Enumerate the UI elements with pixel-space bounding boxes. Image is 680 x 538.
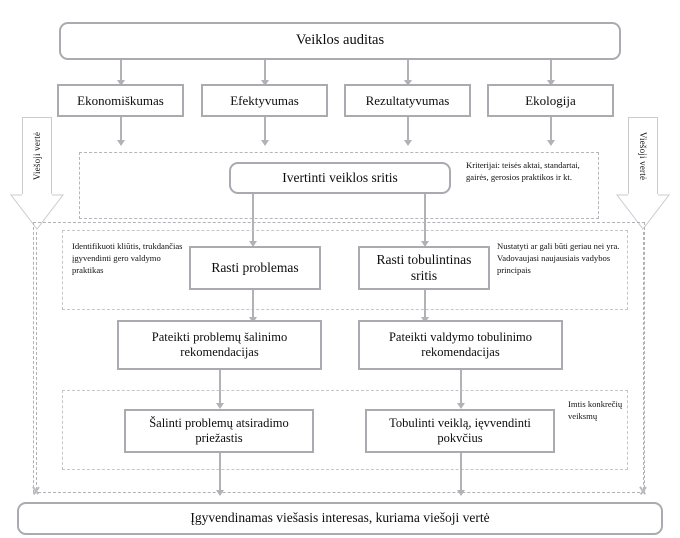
connector-salinti-to-outcome — [219, 453, 221, 491]
box-label: Pateikti problemų šalinimo rekomendacija… — [151, 329, 288, 359]
side-arrow-left-shaft — [22, 117, 52, 195]
connector-side-left-to-outcome — [36, 232, 38, 490]
connector-rekomendacijas-right-down — [460, 370, 462, 404]
box-label: Tobulinti veiklą, ięvvendinti pokvčius — [389, 415, 531, 445]
box-igyvendinamas-viesasis-interesas: Įgyvendinamas viešasis interesas, kuriam… — [17, 502, 663, 535]
box-label: Pateikti valdymo tobulinimo rekomendacij… — [388, 329, 533, 359]
arrowhead-outcome-right — [456, 490, 465, 496]
connector-tobulintinas-to-rekomendacijas — [424, 290, 426, 318]
box-label: Įgyvendinamas viešasis interesas, kuriam… — [190, 510, 490, 526]
side-arrow-left-head — [10, 194, 64, 230]
arrowhead-rezultatyvumas — [403, 80, 412, 86]
side-arrow-right-label: Viešoji vertė — [638, 131, 649, 181]
arrowhead-open-right — [638, 487, 648, 495]
box-rezultatyvumas: Rezultatyvumas — [344, 84, 471, 117]
side-arrow-right-label-wrap: Viešoji vertė — [628, 117, 658, 195]
box-pateikti-valdymo-tobulinimo-rekomendacijas: Pateikti valdymo tobulinimo rekomendacij… — [358, 320, 563, 370]
box-efektyvumas: Efektyvumas — [201, 84, 328, 117]
box-label: Rezultatyvumas — [365, 92, 450, 108]
box-veiklos-auditas: Veiklos auditas — [59, 22, 621, 60]
arrowhead-ekonomiskumas — [116, 80, 125, 86]
arrowhead-ekologija — [546, 80, 555, 86]
connector-title-to-ekologija — [550, 60, 552, 81]
box-ekologija: Ekologija — [487, 84, 614, 117]
arrowhead-open-left — [31, 487, 41, 495]
side-arrow-right-shaft — [628, 117, 658, 195]
note-imtis-konkreciu-veiksmu: Imtis konkrečių veiksmų — [568, 399, 623, 421]
arrowhead-rasti-problemas — [248, 241, 257, 247]
connector-ivertinti-right — [424, 194, 426, 242]
box-label: Veiklos auditas — [295, 32, 385, 49]
side-arrow-right-viesoji-verte: Viešoji vertė — [616, 117, 670, 232]
box-label: Efektyvumas — [230, 92, 299, 108]
connector-rezultatyvumas-down — [407, 117, 409, 141]
connector-title-to-efektyvumas — [264, 60, 266, 81]
box-ivertinti-veiklos-sritis: Ivertinti veiklos sritis — [229, 162, 451, 194]
connector-tobulinti-to-outcome — [460, 453, 462, 491]
box-pateikti-problemu-salinimo-rekomendacijas: Pateikti problemų šalinimo rekomendacija… — [117, 320, 322, 370]
box-label: Rasti problemas — [211, 259, 299, 275]
dashed-container-assessment — [79, 152, 599, 219]
box-salinti-problemu-atsiradimo-priezastis: Šalinti problemų atsiradimo priežastis — [124, 409, 314, 453]
box-label: Ekonomiškumas — [77, 92, 164, 108]
arrowhead-ekonomiskumas-down — [116, 140, 125, 146]
side-arrow-right-head — [616, 194, 670, 230]
connector-ekologija-down — [550, 117, 552, 141]
arrowhead-rezultatyvumas-down — [403, 140, 412, 146]
dashed-container-action-stage — [62, 390, 628, 470]
box-tobulinti-veikla-igyvendinti-pokycius: Tobulinti veiklą, ięvvendinti pokvčius — [365, 409, 555, 453]
connector-ivertinti-left — [252, 194, 254, 242]
box-rasti-tobulintinas-sritis: Rasti tobulintinas sritis — [358, 246, 490, 290]
arrowhead-efektyvumas-down — [260, 140, 269, 146]
box-ekonomiskumas: Ekonomiškumas — [57, 84, 184, 117]
arrowhead-ekologija-down — [546, 140, 555, 146]
connector-rekomendacijas-left-down — [219, 370, 221, 404]
arrowhead-outcome-left — [215, 490, 224, 496]
box-label: Ekologija — [525, 92, 576, 108]
arrowhead-tobulinti-veikla — [456, 403, 465, 409]
side-arrow-left-label-wrap: Viešoji vertė — [22, 117, 52, 195]
connector-problemas-to-rekomendacijas — [252, 290, 254, 318]
box-label: Rasti tobulintinas sritis — [376, 251, 472, 283]
note-identifikuoti-kliutis: Identifikuoti kliūtis, trukdančias įgyve… — [72, 241, 183, 275]
connector-efektyvumas-down — [264, 117, 266, 141]
side-arrow-left-label: Viešoji vertė — [32, 131, 43, 181]
box-rasti-problemas: Rasti problemas — [189, 246, 321, 290]
connector-side-right-to-outcome — [643, 232, 645, 490]
arrowhead-rasti-tobulintinas — [420, 241, 429, 247]
connector-title-to-rezultatyvumas — [407, 60, 409, 81]
note-kriterijai: Kriterijai: teisės aktai, standartai, ga… — [466, 160, 580, 182]
connector-title-to-ekonomiskumas — [120, 60, 122, 81]
dashed-container-find-stage — [62, 230, 628, 310]
arrowhead-salinti-problemu — [215, 403, 224, 409]
note-nustatyti-ar-gali-buti: Nustatyti ar gali būti geriau nei yra. V… — [497, 241, 620, 275]
dashed-container-outer — [33, 222, 645, 493]
connector-ekonomiskumas-down — [120, 117, 122, 141]
box-label: Ivertinti veiklos sritis — [282, 169, 398, 185]
side-arrow-left-viesoji-verte: Viešoji vertė — [10, 117, 64, 232]
arrowhead-efektyvumas — [260, 80, 269, 86]
box-label: Šalinti problemų atsiradimo priežastis — [149, 415, 289, 445]
